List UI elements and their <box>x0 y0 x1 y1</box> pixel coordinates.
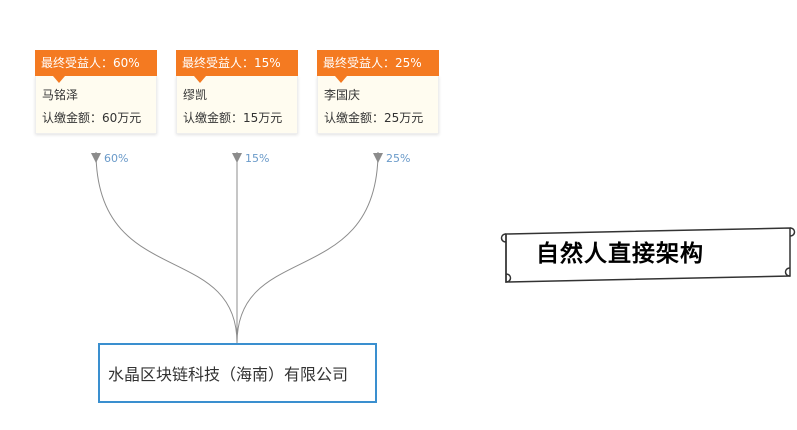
ownership-percent-label: 60% <box>104 152 129 165</box>
subscribed-amount: 认缴金额：25万元 <box>324 111 424 125</box>
shareholder-name: 缪凯 <box>183 88 208 102</box>
scroll-curl-right-icon <box>784 227 796 277</box>
beneficiary-badge: 最终受益人：15% <box>176 50 298 83</box>
shareholder-card[interactable]: 最终受益人：15% 缪凯 认缴金额：15万元 <box>176 50 298 134</box>
banner-title: 自然人直接架构 <box>536 241 704 267</box>
shareholder-name: 马铭泽 <box>42 88 79 102</box>
arrow-down-icon <box>91 153 101 163</box>
connector-line-1 <box>95 151 238 344</box>
subscribed-amount: 认缴金额：60万元 <box>42 111 142 125</box>
shareholder-name: 李国庆 <box>324 88 361 102</box>
connector-line-3 <box>236 151 379 344</box>
beneficiary-badge: 最终受益人：25% <box>317 50 439 83</box>
arrow-down-icon <box>232 153 242 163</box>
beneficiary-badge: 最终受益人：60% <box>35 50 157 83</box>
scroll-banner <box>500 227 796 283</box>
subscribed-amount: 认缴金额：15万元 <box>183 111 283 125</box>
ownership-percent-label: 25% <box>386 152 411 165</box>
shareholder-card[interactable]: 最终受益人：25% 李国庆 认缴金额：25万元 <box>317 50 439 134</box>
ownership-percent-label: 15% <box>245 152 270 165</box>
scroll-curl-left-icon <box>500 233 512 283</box>
shareholder-details: 缪凯 认缴金额：15万元 <box>176 76 298 134</box>
shareholder-card[interactable]: 最终受益人：60% 马铭泽 认缴金额：60万元 <box>35 50 157 134</box>
arrow-down-icon <box>373 153 383 163</box>
shareholder-details: 马铭泽 认缴金额：60万元 <box>35 76 157 134</box>
company-name: 水晶区块链科技（海南）有限公司 <box>108 365 349 384</box>
company-box[interactable]: 水晶区块链科技（海南）有限公司 <box>98 343 377 403</box>
shareholder-details: 李国庆 认缴金额：25万元 <box>317 76 439 134</box>
